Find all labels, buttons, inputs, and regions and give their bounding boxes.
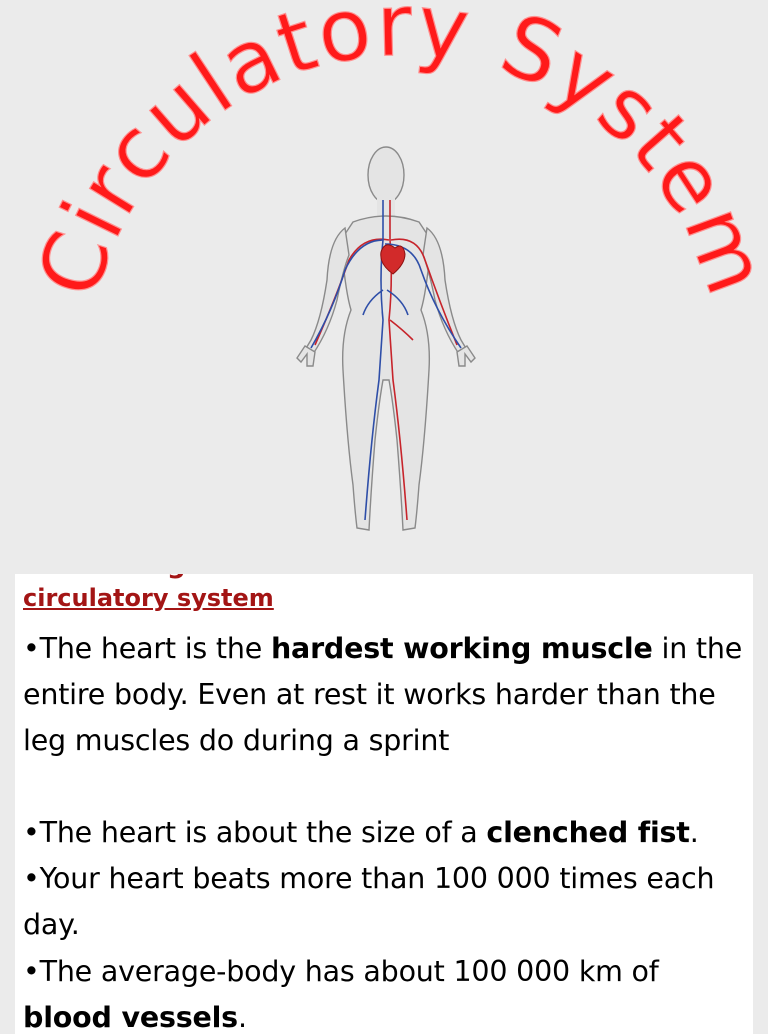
- content-panel: Interesting facts about the circulatory …: [15, 574, 753, 1034]
- bullet-item: •The heart is about the size of a clench…: [23, 816, 699, 849]
- body-outline: [296, 146, 476, 531]
- heart-icon: [380, 244, 406, 275]
- human-circulatory-figure: [293, 140, 479, 542]
- bullet-item: •The average-body has about 100 000 km o…: [23, 955, 659, 1034]
- clipped-heading: Interesting facts about the: [23, 574, 419, 580]
- bullet-item: •Your heart beats more than 100 000 time…: [23, 862, 715, 941]
- section-heading: circulatory system: [23, 584, 274, 612]
- bullet-item: •The heart is the hardest working muscle…: [23, 632, 743, 757]
